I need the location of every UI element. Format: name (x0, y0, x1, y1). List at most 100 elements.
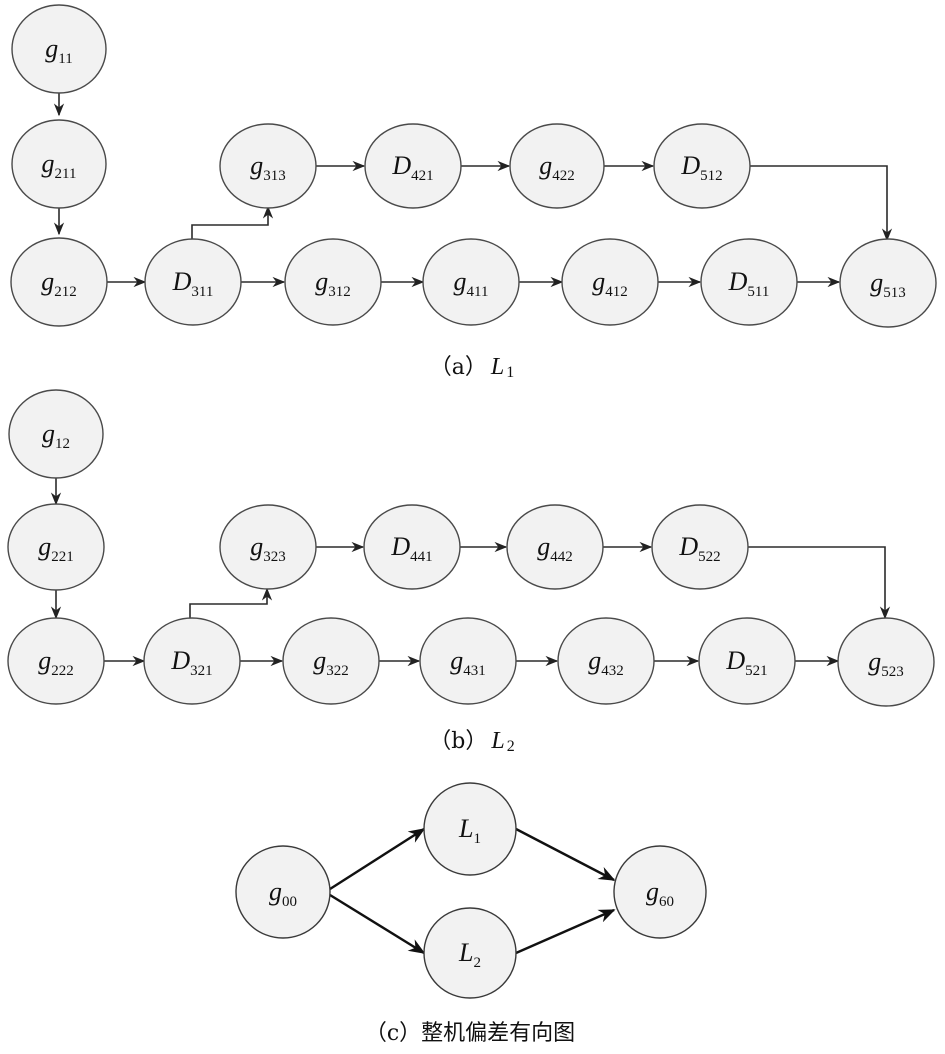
node-g221-main: g (38, 532, 51, 561)
edge-D311-g313 (191, 205, 274, 240)
svg-text:D522: D522 (678, 532, 720, 565)
node-g523-main: g (868, 647, 881, 676)
node-g11-sub: 11 (58, 51, 72, 67)
node-g313: g313 (219, 123, 317, 209)
node-g431-sub: 431 (463, 663, 486, 679)
node-g313-sub: 313 (263, 168, 286, 184)
node-g422-main: g (539, 151, 552, 180)
node-D511: D511 (700, 238, 798, 326)
svg-text:D511: D511 (728, 267, 770, 300)
node-g211: g211 (11, 119, 107, 209)
node-g323-main: g (250, 532, 263, 561)
node-g412-main: g (592, 267, 605, 296)
node-g422: g422 (509, 123, 605, 209)
node-D522-main: D (678, 532, 698, 561)
node-g431: g431 (419, 617, 517, 705)
node-g323: g323 (219, 504, 317, 590)
node-g212-main: g (41, 267, 54, 296)
node-g222-sub: 222 (51, 663, 74, 679)
node-g432: g432 (557, 617, 655, 705)
svg-text:L2: L2 (458, 938, 481, 971)
svg-text:g432: g432 (588, 646, 624, 679)
node-g412: g412 (561, 238, 659, 326)
node-g431-main: g (450, 646, 463, 675)
caption-b-sub: 2 (507, 738, 515, 755)
node-g442: g442 (506, 504, 604, 590)
caption-a-prefix: （a） (430, 355, 487, 380)
node-g222-main: g (38, 646, 51, 675)
node-L1-sub: 1 (473, 831, 481, 847)
svg-text:g323: g323 (250, 532, 286, 565)
svg-text:D441: D441 (390, 532, 432, 565)
node-g513: g513 (839, 238, 937, 328)
node-D321-sub: 321 (190, 663, 213, 679)
node-g523-sub: 523 (881, 664, 904, 680)
node-D321: D321 (143, 617, 241, 705)
node-g00-main: g (269, 877, 282, 906)
caption-c: （c）整机偏差有向图 (365, 1021, 575, 1046)
edge-D522-g523 (748, 546, 891, 620)
node-g312-sub: 312 (328, 284, 351, 300)
node-g513-sub: 513 (883, 285, 906, 301)
node-D522: D522 (651, 504, 749, 590)
node-g221: g221 (7, 503, 105, 591)
node-g442-sub: 442 (550, 549, 573, 565)
caption-a-main: L (490, 354, 504, 380)
svg-text:D512: D512 (680, 151, 722, 184)
node-g11-main: g (45, 34, 58, 63)
node-D311: D311 (144, 238, 242, 326)
node-g322-main: g (313, 646, 326, 675)
node-D511-sub: 511 (747, 284, 769, 300)
edge-g00-L2 (329, 893, 426, 955)
node-g412-sub: 412 (605, 284, 628, 300)
node-D311-sub: 311 (191, 284, 213, 300)
node-g222: g222 (7, 617, 105, 705)
edge-D512-g513 (750, 165, 893, 242)
node-g322-sub: 322 (326, 663, 349, 679)
edge-L2-g60 (515, 908, 616, 955)
node-g00-sub: 00 (282, 894, 297, 910)
node-L2-main: L (458, 938, 473, 967)
node-g442-main: g (537, 532, 550, 561)
node-g513-main: g (870, 268, 883, 297)
node-D521-sub: 521 (745, 663, 768, 679)
node-D512-sub: 512 (700, 168, 723, 184)
svg-text:g12: g12 (42, 419, 70, 452)
svg-text:D321: D321 (170, 646, 212, 679)
svg-text:g411: g411 (454, 267, 489, 300)
node-g411-main: g (454, 267, 467, 296)
svg-text:g00: g00 (269, 877, 297, 910)
node-g221-sub: 221 (51, 549, 74, 565)
node-D441-sub: 441 (410, 549, 433, 565)
svg-text:g513: g513 (870, 268, 906, 301)
edge-D321-g323 (189, 587, 273, 619)
node-g12: g12 (8, 389, 104, 479)
node-D421-main: D (391, 151, 411, 180)
node-D522-sub: 522 (698, 549, 721, 565)
node-g313-main: g (250, 151, 263, 180)
node-g432-sub: 432 (601, 663, 624, 679)
node-L2: L2 (423, 907, 517, 999)
svg-text:g11: g11 (45, 34, 72, 67)
node-g312: g312 (284, 238, 382, 326)
node-g411: g411 (422, 238, 520, 326)
caption-a-sub: 1 (506, 364, 514, 381)
node-g11: g11 (11, 4, 107, 94)
node-g411-sub: 411 (467, 284, 489, 300)
node-L1-main: L (458, 814, 473, 843)
svg-text:g60: g60 (646, 877, 674, 910)
node-g211-main: g (42, 149, 55, 178)
svg-text:D521: D521 (725, 646, 767, 679)
node-D441-main: D (390, 532, 410, 561)
node-g60-sub: 60 (659, 894, 674, 910)
node-g523: g523 (837, 617, 935, 707)
node-g60: g60 (613, 845, 707, 939)
node-g60-main: g (646, 877, 659, 906)
node-D311-main: D (172, 267, 192, 296)
svg-text:g212: g212 (41, 267, 77, 300)
caption-b-main: L (490, 728, 504, 754)
node-D421-sub: 421 (411, 168, 434, 184)
